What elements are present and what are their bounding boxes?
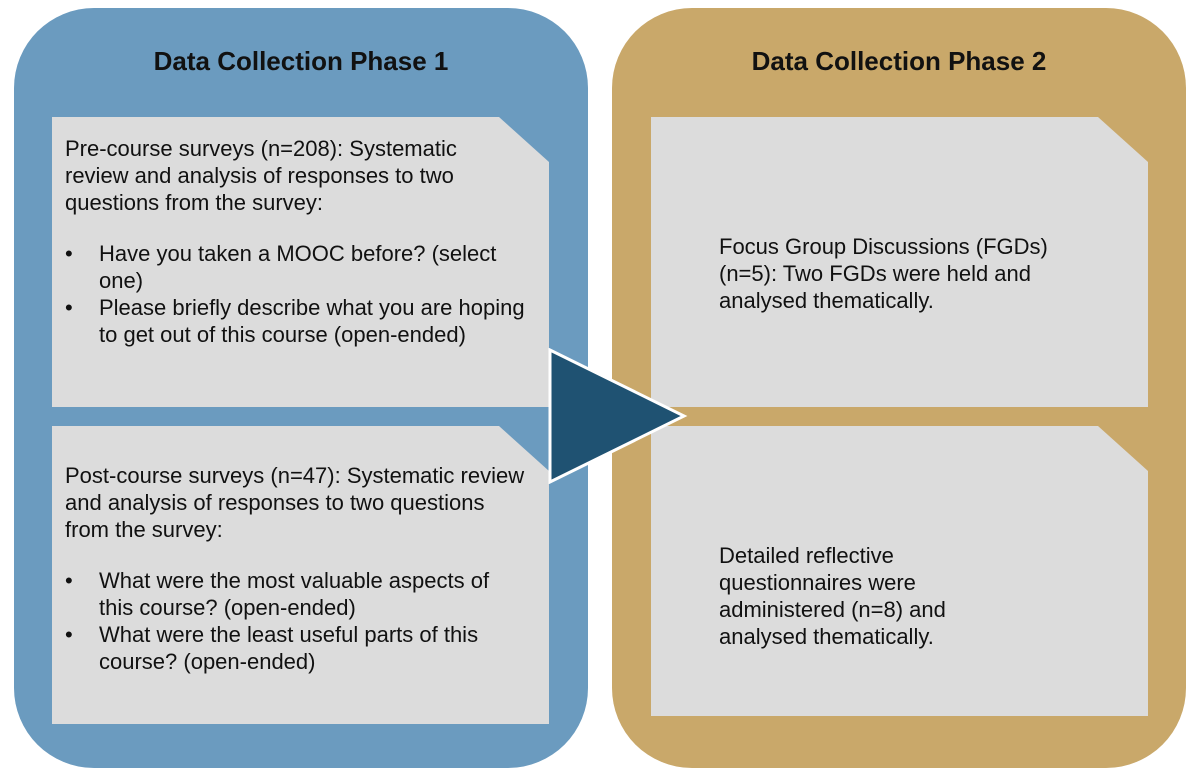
list-item: • Have you taken a MOOC before? (select … bbox=[65, 240, 525, 294]
bullet-icon: • bbox=[65, 295, 73, 320]
list-item: • What were the least useful parts of th… bbox=[65, 621, 525, 675]
focus-group-text: Focus Group Discussions (FGDs) (n=5): Tw… bbox=[719, 234, 1048, 313]
post-course-question-1: What were the most valuable aspects of t… bbox=[99, 568, 490, 620]
phase-1-title: Data Collection Phase 1 bbox=[153, 46, 449, 76]
post-course-survey-card: Post-course surveys (n=47): Systematic r… bbox=[52, 426, 549, 724]
reflective-questionnaire-card: Detailed reflective questionnaires were … bbox=[651, 426, 1148, 716]
bullet-icon: • bbox=[65, 241, 73, 266]
post-course-question-2: What were the least useful parts of this… bbox=[99, 622, 479, 674]
pre-course-questions-list: • Have you taken a MOOC before? (select … bbox=[65, 240, 525, 348]
reflective-questionnaire-text: Detailed reflective questionnaires were … bbox=[719, 543, 946, 649]
arrow-triangle bbox=[548, 348, 688, 484]
pre-course-question-1: Have you taken a MOOC before? (select on… bbox=[99, 241, 497, 293]
bullet-icon: • bbox=[65, 568, 73, 593]
list-item: • What were the most valuable aspects of… bbox=[65, 567, 525, 621]
focus-group-card: Focus Group Discussions (FGDs) (n=5): Tw… bbox=[651, 117, 1148, 407]
bullet-icon: • bbox=[65, 622, 73, 647]
pre-course-survey-text: Pre-course surveys (n=208): Systematic r… bbox=[65, 135, 525, 348]
pre-course-survey-intro: Pre-course surveys (n=208): Systematic r… bbox=[65, 136, 457, 215]
post-course-questions-list: • What were the most valuable aspects of… bbox=[65, 567, 525, 675]
pre-course-question-2: Please briefly describe what you are hop… bbox=[99, 295, 525, 347]
list-item: • Please briefly describe what you are h… bbox=[65, 294, 525, 348]
post-course-survey-text: Post-course surveys (n=47): Systematic r… bbox=[65, 462, 525, 675]
post-course-survey-intro: Post-course surveys (n=47): Systematic r… bbox=[65, 463, 525, 542]
phase-transition-arrow-icon bbox=[548, 348, 688, 484]
pre-course-survey-card: Pre-course surveys (n=208): Systematic r… bbox=[52, 117, 549, 407]
phase-2-title: Data Collection Phase 2 bbox=[751, 46, 1047, 76]
